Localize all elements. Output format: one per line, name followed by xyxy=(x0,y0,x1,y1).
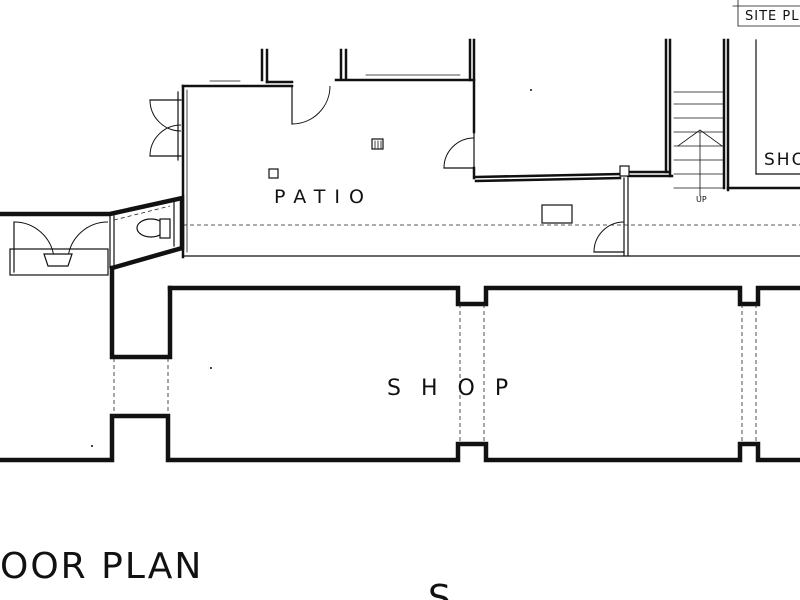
patio-fixtures xyxy=(268,138,573,224)
shop-label: SHOP xyxy=(387,376,528,401)
up-label: UP xyxy=(696,195,707,204)
shop-walls xyxy=(0,285,800,463)
speck xyxy=(210,367,212,369)
speck xyxy=(530,89,532,91)
patio-walls xyxy=(181,38,800,259)
patio-doors xyxy=(149,85,625,253)
patio-label: PATIO xyxy=(274,186,373,208)
shop-side-label: SHOP xyxy=(764,150,800,170)
site-plan-title-box: SITE PLA xyxy=(732,0,800,27)
site-plan-label: SITE PLA xyxy=(745,9,800,24)
floor-plan-title: OOR PLAN xyxy=(0,546,203,587)
stair-flight: UP xyxy=(673,91,725,204)
wc-block xyxy=(0,195,185,360)
speck xyxy=(91,445,93,447)
bottom-letter: S xyxy=(428,578,453,600)
